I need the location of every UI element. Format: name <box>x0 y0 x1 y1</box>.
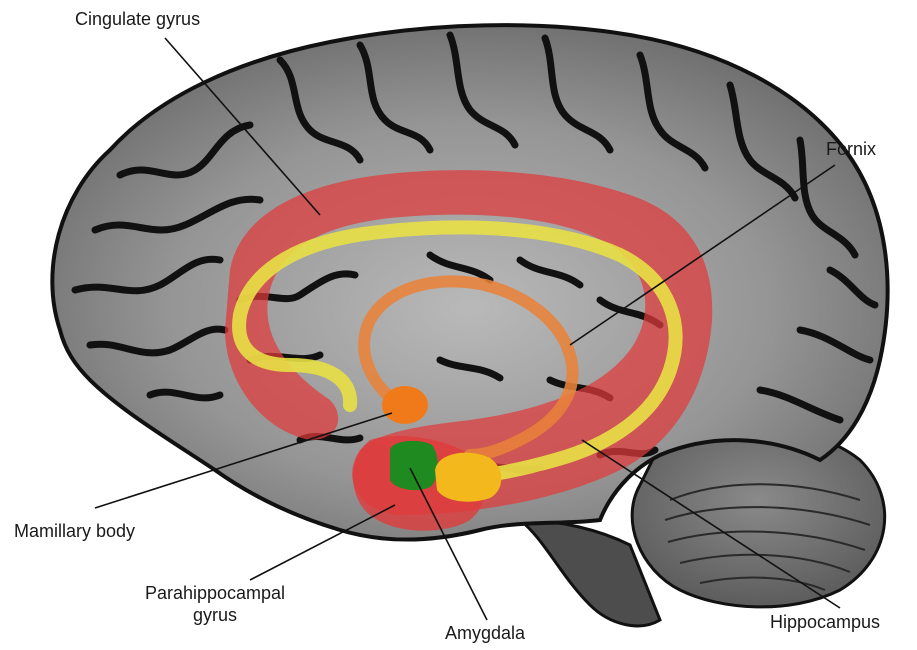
label-mamillary-body: Mamillary body <box>14 520 135 542</box>
label-amygdala: Amygdala <box>445 622 525 644</box>
amygdala <box>390 441 438 490</box>
label-fornix: Fornix <box>826 138 876 160</box>
label-parahippocampal-gyrus-line1: Parahippocampal <box>120 582 310 604</box>
label-parahippocampal-gyrus-line2: gyrus <box>120 604 310 626</box>
label-cingulate-gyrus: Cingulate gyrus <box>75 8 200 30</box>
hippocampus-head <box>435 453 501 502</box>
label-parahippocampal-gyrus: Parahippocampal gyrus <box>120 582 310 626</box>
label-hippocampus: Hippocampus <box>770 611 880 633</box>
mamillary-body <box>382 386 428 424</box>
